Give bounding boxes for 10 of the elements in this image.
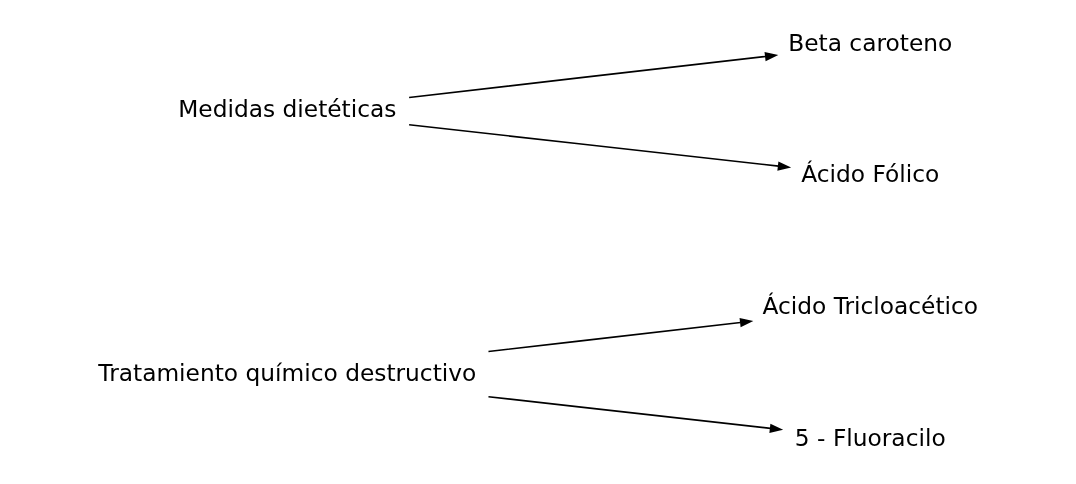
arrow — [487, 317, 754, 353]
node-text: Beta caroteno — [788, 28, 953, 56]
arrow — [408, 123, 792, 171]
arrow — [487, 395, 784, 433]
node-text: Tratamiento químico destructivo — [98, 358, 477, 386]
node-text: Ácido Fólico — [801, 160, 940, 188]
node-text: 5 - Fluoracilo — [794, 423, 946, 451]
node-text: Ácido Tricloacético — [762, 291, 979, 319]
arrow — [408, 51, 779, 99]
node-text: Medidas dietéticas — [178, 95, 397, 123]
